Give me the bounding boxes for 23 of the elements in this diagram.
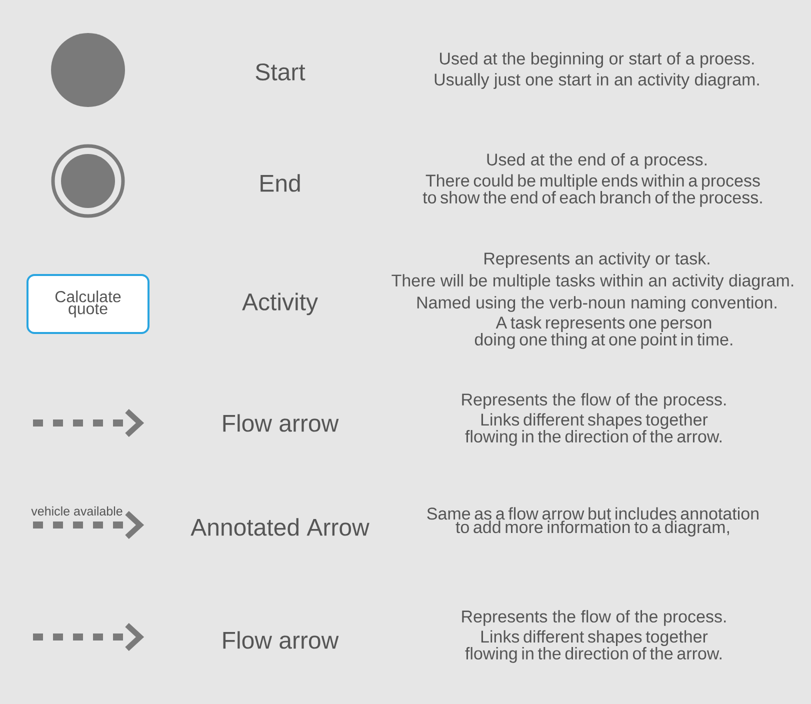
description: Named using the verb-noun naming convention. xyxy=(417,296,776,312)
description: Represents an activity or task. xyxy=(484,252,710,268)
symbol-name: Annotated Arrow xyxy=(190,518,370,536)
symbol-name: Start xyxy=(256,64,306,80)
symbol-name: Flow arrow xyxy=(223,631,339,649)
symbol-name: Flow arrow xyxy=(223,414,339,432)
description: There could be multiple ends within a process to show the end of each branch of the process. xyxy=(422,174,762,207)
description: Usually just one start in an activity diagram. xyxy=(434,73,759,89)
description: Represents the flow of the process. xyxy=(462,610,726,626)
start-circle xyxy=(51,33,125,107)
description: Used at the end of a process. xyxy=(487,153,706,169)
description: Represents the flow of the process. xyxy=(462,393,726,409)
description: Used at the beginning or start of a proess. xyxy=(440,52,754,68)
description: A task represents one person doing one thing at one point in time. xyxy=(474,316,732,349)
end-circle xyxy=(51,144,125,218)
description: Links different shapes together flowing in the direction of the arrow. xyxy=(465,630,722,663)
description: Same as a flow arrow but includes annotation to add more information to a diagram, xyxy=(427,507,758,537)
symbol-name: Activity xyxy=(242,292,318,316)
annotation-text: vehicle available xyxy=(31,506,122,516)
description: There will be multiple tasks within an activity diagram. xyxy=(392,274,794,290)
description: Links different shapes together flowing in the direction of the arrow. xyxy=(465,413,722,446)
symbol-name: End xyxy=(260,174,300,192)
activity-box: Calculate quote xyxy=(26,274,150,334)
